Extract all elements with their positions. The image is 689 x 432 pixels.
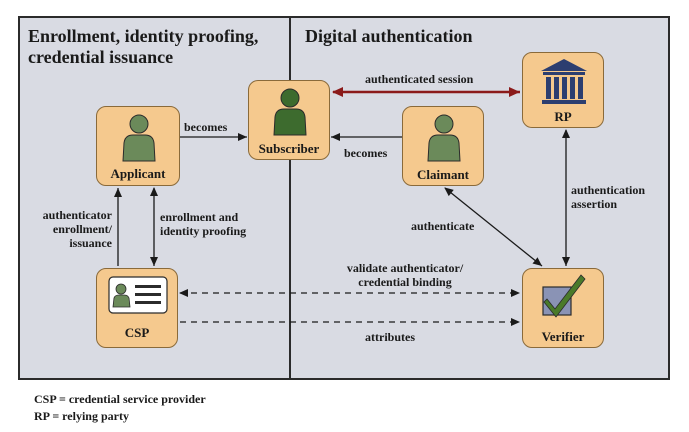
subscriber-label: Subscriber [258,141,320,156]
authenticate-label: authenticate [411,219,475,233]
applicant-label: Applicant [110,166,166,181]
claimant-label: Claimant [417,167,469,182]
person-icon [273,88,307,136]
person-icon [427,114,461,162]
enrollment-proofing-label: enrollment and identity proofing [160,210,246,238]
authentication-assertion-line2: assertion [571,197,617,211]
validate-binding-line2: credential binding [358,275,452,289]
authenticator-enrollment-label: authenticator enrollment/ issuance [26,208,112,250]
applicant-node: Applicant [96,106,180,186]
enrollment-proofing-line2: identity proofing [160,224,247,238]
bank-icon [541,59,587,104]
validate-binding-label: validate authenticator/ credential bindi… [305,261,505,289]
claimant-becomes-label: becomes [344,146,388,160]
attributes-label: attributes [365,330,415,344]
rp-label: RP [554,109,572,124]
enrollment-proofing-line1: enrollment and [160,210,239,224]
subscriber-node: Subscriber [248,80,330,160]
claimant-node: Claimant [402,106,484,186]
authenticator-enrollment-line1: authenticator [42,208,112,222]
rp-node: RP [522,52,604,128]
verifier-node: Verifier [522,268,604,348]
checkmark-icon [542,274,586,318]
authenticate-arrow [444,187,543,267]
authenticator-enrollment-line2: enrollment/ [52,222,112,236]
legend-rp: RP = relying party [34,409,129,423]
authentication-assertion-line1: authentication [571,183,646,197]
legend-csp: CSP = credential service provider [34,392,206,406]
left-title-line1: Enrollment, identity proofing, [28,26,259,46]
left-section-title: Enrollment, identity proofing, credentia… [28,26,258,68]
csp-label: CSP [124,325,150,340]
person-icon [122,114,156,162]
authentication-assertion-label: authentication assertion [571,183,645,211]
applicant-becomes-label: becomes [184,120,228,134]
authenticated-session-label: authenticated session [365,72,474,86]
csp-node: CSP [96,268,178,348]
verifier-label: Verifier [541,329,585,344]
left-title-line2: credential issuance [28,47,174,67]
validate-binding-line1: validate authenticator/ [346,261,464,275]
authenticator-enrollment-line3: issuance [69,236,112,250]
id-card-icon [108,276,168,314]
right-section-title: Digital authentication [305,26,473,46]
